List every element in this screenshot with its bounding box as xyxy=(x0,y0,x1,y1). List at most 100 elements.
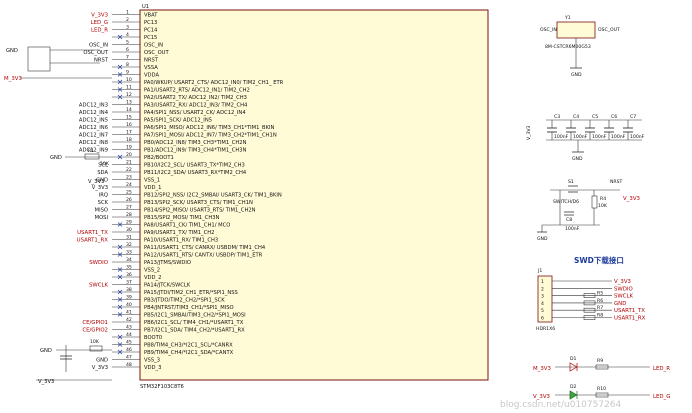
pin-number: 39 xyxy=(126,295,132,301)
gnd-bottom-label: GND xyxy=(40,348,52,354)
swd-resistor xyxy=(583,293,596,298)
pin-number: 17 xyxy=(126,130,132,136)
swd-resistor xyxy=(583,315,596,320)
pin-net-label: SDA xyxy=(97,170,108,176)
swd-pin-number: 4 xyxy=(541,301,544,307)
swd-footer: HDR1X6 xyxy=(536,326,555,332)
pin-number: 20 xyxy=(126,152,132,158)
reset-rail: V_3V3 xyxy=(623,196,640,202)
pin-name: PC14 xyxy=(144,28,158,34)
pin-name: PB1/ADC12_IN9/ TIM3_CH4*TIM1_CH3N xyxy=(144,148,247,154)
led2-res: R10 xyxy=(597,386,606,392)
pin-name: VDDA xyxy=(144,73,159,79)
led1-net: LED_R xyxy=(653,366,670,372)
no-connect-mark xyxy=(117,274,123,280)
pin-number: 4 xyxy=(126,32,129,38)
pin-number: 40 xyxy=(126,302,132,308)
pin-net-label: GND xyxy=(96,358,108,364)
pin-number: 11 xyxy=(126,85,132,91)
led-block: M_3V3 D1 R9 LED_R V_3V3 D2 R10 LED_G xyxy=(533,356,670,400)
pin-number: 2 xyxy=(126,17,129,23)
pin-name: VSSA xyxy=(144,65,158,71)
reset-res-ref: R4 xyxy=(600,196,606,202)
swd-pin-number: 3 xyxy=(541,294,544,300)
swd-pin-number: 2 xyxy=(541,286,544,292)
pin-net-label: MOSI xyxy=(95,215,109,221)
pin-number: 3 xyxy=(126,25,129,31)
pin-number: 35 xyxy=(126,265,132,271)
mcu-designator: U1 xyxy=(142,4,149,10)
no-connect-mark xyxy=(117,94,123,100)
pin-number: 5 xyxy=(126,40,129,46)
pin-net-label: CE/GPIO2 xyxy=(82,328,108,334)
pin-net-label: ADC12_IN3 xyxy=(79,103,108,109)
no-connect-mark xyxy=(117,342,123,347)
decoupling-gnd: GND xyxy=(572,156,583,162)
pin-number: 8 xyxy=(126,62,129,68)
cap-value: 100nF xyxy=(554,134,569,140)
cap-ref: C4 xyxy=(573,114,579,120)
pin-name: PA14/JTCK/SWCLK xyxy=(144,283,191,289)
pin-name: VDD_1 xyxy=(144,185,161,191)
pin-name: PB11/I2C2_SDA/ USART3_RX*TIM2_CH4 xyxy=(144,170,247,176)
pin-net-label: NRST xyxy=(94,58,109,64)
crystal-osc-out: OSC_OUT xyxy=(598,27,620,33)
swd-res-ref: R6 xyxy=(597,298,603,304)
pin-net-label: SCK xyxy=(98,200,109,206)
swd-header-ref: J1 xyxy=(537,268,542,274)
pin-net-label: V_3V3 xyxy=(92,365,108,371)
pin-number: 34 xyxy=(126,257,132,263)
pin-number: 27 xyxy=(126,205,132,211)
pin-number: 25 xyxy=(126,190,132,196)
swd-resistor xyxy=(583,307,596,313)
pin-number: 43 xyxy=(126,325,132,331)
pin-name: NRST xyxy=(144,58,159,64)
pin-number: 14 xyxy=(126,107,132,113)
pin-name: PB12/SPI2_NSS/ I2C2_SMBAI/ USART3_CK/ TI… xyxy=(144,193,282,199)
reset-res-val: 10K xyxy=(598,203,608,209)
pin-number: 18 xyxy=(126,137,132,143)
pin-name: VSS_3 xyxy=(144,358,160,364)
pin-name: PA11/USART1_CTS/ CANRX/ USBDM/ TIM1_CH4 xyxy=(144,245,266,251)
no-connect-mark xyxy=(117,297,123,302)
reset-sw-label: SWITCH/D6 xyxy=(553,199,579,205)
pin-name: BOOT0 xyxy=(144,335,162,341)
no-connect-mark xyxy=(117,304,123,310)
pin-net-label: ADC12_IN8 xyxy=(79,140,108,146)
v3v3-bottom-label: V_3V3 xyxy=(38,379,54,385)
crystal-osc-in: OSC_IN xyxy=(540,27,557,33)
pin-number: 21 xyxy=(126,160,132,166)
pin-number: 28 xyxy=(126,212,132,218)
watermark: blog.csdn.net/u010757264 xyxy=(500,400,622,410)
reset-switch-ref: S1 xyxy=(568,179,574,185)
led2-ref: D2 xyxy=(570,384,577,390)
pin-net-label: IRQ xyxy=(99,193,108,199)
led2-net: LED_G xyxy=(653,394,670,400)
pin-number: 32 xyxy=(126,242,132,248)
pin-number: 38 xyxy=(126,287,132,293)
pin-net-label: ADC12_IN9 xyxy=(79,148,108,154)
pin-net-label: ADC12_IN4 xyxy=(79,110,109,116)
cap-ref: C3 xyxy=(554,114,560,120)
no-connect-mark xyxy=(117,334,123,340)
pin-name: PB13/SPI2_SCK/ USART3_CTS/ TIM1_CH1N xyxy=(144,200,253,206)
pin-name: PA1/USART2_RTS/ ADC12_IN1/ TIM2_CH2 xyxy=(144,88,250,94)
osc-cap-frame xyxy=(27,46,51,72)
pin-name: PA13/JTMS/SWDIO xyxy=(144,260,191,266)
swd-resistor xyxy=(583,300,596,306)
pin-number: 44 xyxy=(126,332,132,338)
pin-name: PA2/USART2_TX/ ADC12_IN2/ TIM2_CH3 xyxy=(144,95,247,101)
pin-number: 47 xyxy=(126,355,132,361)
pin-name: PC13 xyxy=(144,20,157,26)
led1-ref: D1 xyxy=(570,356,577,362)
crystal-gnd: GND xyxy=(571,72,582,78)
pin-number: 42 xyxy=(126,317,132,323)
pin-name: PA5/SPI1_SCK/ ADC12_IN5 xyxy=(144,118,212,124)
pin-name: PB9/TIM4_CH4/*I2C1_SDA/*CANTX xyxy=(144,350,234,356)
pin-number: 46 xyxy=(126,347,132,353)
pin-net-label: USART1_TX xyxy=(77,230,108,236)
swd-pin-number: 1 xyxy=(541,279,544,285)
reset-cap-ref: C8 xyxy=(566,217,572,223)
pin-number: 48 xyxy=(126,362,132,368)
